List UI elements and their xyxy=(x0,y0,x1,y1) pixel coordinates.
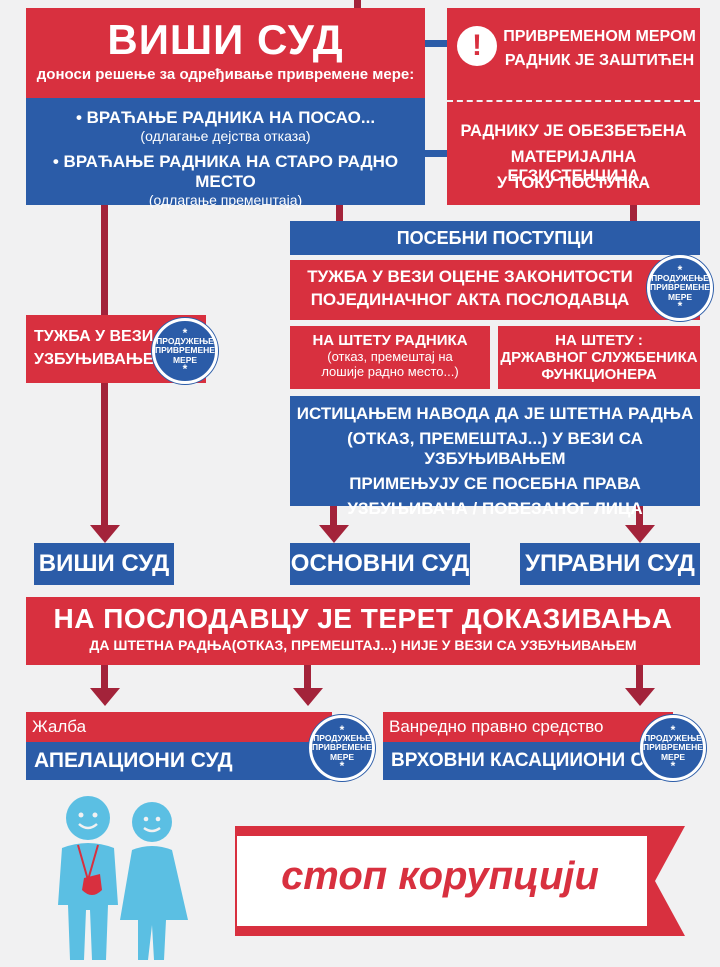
worker-damage-sub-2: лошије радно место...) xyxy=(321,364,459,379)
claim-line-3: ПРИМЕЊУЈУ СЕ ПОСЕБНА ПРАВА xyxy=(349,474,641,493)
badge-line-3: МЕРЕ xyxy=(667,291,693,302)
star-icon: * xyxy=(182,362,188,377)
protection-line-5: У ТОКУ ПОСТУПКА xyxy=(496,174,651,192)
badge-line-2: ПРИВРЕМЕНЕ xyxy=(312,742,372,753)
badge-line-2: ПРИВРЕМЕНЕ xyxy=(155,345,215,356)
badge-line-1: ПРОДУЖЕЊЕ xyxy=(644,732,702,743)
connector-burden-mid xyxy=(304,665,311,695)
connector-middle xyxy=(330,505,337,535)
burden-title: НА ПОСЛОДАВЦУ ЈЕ ТЕРЕТ ДОКАЗИВАЊА xyxy=(53,603,673,634)
measure-1-title: • ВРАЋАЊЕ РАДНИКА НА ПОСАО... xyxy=(75,108,376,127)
higher-court-subtitle: доноси решење за одређивање привремене м… xyxy=(36,66,415,83)
civil-servant-damage-box: НА ШТЕТУ : ДРЖАВНОГ СЛУЖБЕНИКА ФУНКЦИОНЕ… xyxy=(498,326,700,389)
lawsuit-legality-line-1: ТУЖБА У ВЕЗИ ОЦЕНЕ ЗАКОНИТОСТИ xyxy=(307,267,633,286)
special-procedures-title: ПОСЕБНИ ПОСТУПЦИ xyxy=(396,228,594,248)
protection-line-2: РАДНИК ЈЕ ЗАШТИЋЕН xyxy=(504,52,695,69)
extension-badge: * ПРОДУЖЕЊЕ ПРИВРЕМЕНЕ МЕРЕ * xyxy=(309,715,375,781)
appeal-court: АПЕЛАЦИОНИ СУД xyxy=(34,749,233,772)
arrow-down-icon xyxy=(625,688,655,706)
protection-box: ! ПРИВРЕМЕНОМ МЕРОМ РАДНИК ЈЕ ЗАШТИЋЕН Р… xyxy=(447,8,700,205)
whistle-lawsuit-line-2: УЗБУЊИВАЊЕМ xyxy=(34,351,167,368)
civil-servant-title: НА ШТЕТУ : xyxy=(555,332,643,349)
special-procedures-header: ПОСЕБНИ ПОСТУПЦИ xyxy=(290,221,700,255)
lawsuit-legality-box: ТУЖБА У ВЕЗИ ОЦЕНЕ ЗАКОНИТОСТИ ПОЈЕДИНАЧ… xyxy=(290,260,700,320)
protection-line-1: ПРИВРЕМЕНОМ МЕРОМ xyxy=(503,28,696,45)
worker-damage-title: НА ШТЕТУ РАДНИКА xyxy=(312,332,468,349)
appeal-label-box: Жалба xyxy=(26,712,332,742)
star-icon: * xyxy=(677,299,683,314)
star-icon: * xyxy=(670,759,676,774)
extension-badge: * ПРОДУЖЕЊЕ ПРИВРЕМЕНЕ МЕРЕ * xyxy=(152,318,218,384)
higher-court-header: ВИШИ СУД доноси решење за одређивање при… xyxy=(26,8,425,98)
court-administrative: УПРАВНИ СУД xyxy=(520,543,700,585)
star-icon: * xyxy=(339,722,345,737)
stop-corruption-banner xyxy=(235,826,685,936)
exclamation-icon: ! xyxy=(457,26,497,66)
connector-top-to-protect-1 xyxy=(425,40,447,47)
protection-line-3: РАДНИКУ ЈЕ ОБЕЗБЕЂЕНА xyxy=(460,122,687,140)
whistleblower-claim-box: ИСТИЦАЊЕМ НАВОДА ДА ЈЕ ШТЕТНА РАДЊА (ОТК… xyxy=(290,396,700,518)
appeal-court-box: АПЕЛАЦИОНИ СУД xyxy=(26,742,332,780)
extraordinary-court-box: ВРХОВНИ КАСАЦИИОНИ СУД xyxy=(383,742,673,780)
connector-right xyxy=(636,505,643,535)
badge-line-1: ПРОДУЖЕЊЕ xyxy=(313,732,371,743)
claim-line-1: ИСТИЦАЊЕМ НАВОДА ДА ЈЕ ШТЕТНА РАДЊА xyxy=(296,404,694,423)
badge-line-2: ПРИВРЕМЕНЕ xyxy=(643,742,703,753)
badge-line-3: МЕРЕ xyxy=(329,751,355,762)
badge-line-2: ПРИВРЕМЕНЕ xyxy=(650,282,710,293)
connector-top-to-protect-2 xyxy=(425,150,447,157)
whistle-lawsuit-line-1: ТУЖБА У ВЕЗИ СА xyxy=(34,328,181,345)
extension-badge: * ПРОДУЖЕЊЕ ПРИВРЕМЕНЕ МЕРЕ * xyxy=(640,715,706,781)
arrow-down-icon xyxy=(319,525,349,543)
arrow-down-icon xyxy=(90,688,120,706)
star-icon: * xyxy=(670,722,676,737)
extraordinary-label-box: Ванредно правно средство xyxy=(383,712,673,742)
lawsuit-legality-line-2: ПОЈЕДИНАЧНОГ АКТА ПОСЛОДАВЦА xyxy=(310,290,630,309)
claim-line-4: УЗБУЊИВАЧА / ПОВЕЗАНОГ ЛИЦА xyxy=(347,499,643,518)
badge-line-1: ПРОДУЖЕЊЕ xyxy=(651,272,709,283)
court-higher-label: ВИШИ СУД xyxy=(38,550,170,577)
protection-line-4: МАТЕРИЈАЛНА ЕГЗИСТЕНЦИЈА xyxy=(507,148,640,185)
extension-badge: * ПРОДУЖЕЊЕ ПРИВРЕМЕНЕ МЕРЕ * xyxy=(647,255,713,321)
appeal-label: Жалба xyxy=(32,717,87,736)
worker-damage-sub-1: (отказ, премештај на xyxy=(327,349,453,364)
stop-corruption-text: стоп корупцији xyxy=(281,854,599,898)
worker-damage-box: НА ШТЕТУ РАДНИКА (отказ, премештај на ло… xyxy=(290,326,490,389)
civil-servant-line-2: ДРЖАВНОГ СЛУЖБЕНИКА xyxy=(500,349,698,366)
star-icon: * xyxy=(677,262,683,277)
court-basic-label: ОСНОВНИ СУД xyxy=(290,550,470,577)
connector-top-to-special xyxy=(336,205,343,221)
connector-protect-to-special xyxy=(630,205,637,221)
court-administrative-label: УПРАВНИ СУД xyxy=(525,550,695,577)
connector-top-left xyxy=(354,0,361,8)
star-icon: * xyxy=(339,759,345,774)
divider xyxy=(447,100,700,102)
burden-of-proof-box: НА ПОСЛОДАВЦУ ЈЕ ТЕРЕТ ДОКАЗИВАЊА ДА ШТЕ… xyxy=(26,597,700,665)
civil-servant-line-3: ФУНКЦИОНЕРА xyxy=(541,366,657,383)
arrow-down-icon xyxy=(90,525,120,543)
court-higher: ВИШИ СУД xyxy=(34,543,174,585)
badge-line-1: ПРОДУЖЕЊЕ xyxy=(156,335,214,346)
badge-line-3: МЕРЕ xyxy=(172,354,198,365)
burden-subtitle: ДА ШТЕТНА РАДЊА(ОТКАЗ, ПРЕМЕШТАЈ...) НИЈ… xyxy=(89,637,637,653)
claim-line-2: (ОТКАЗ, ПРЕМЕШТАЈ...) У ВЕЗИ СА УЗБУЊИВА… xyxy=(347,429,643,468)
connector-burden-left xyxy=(101,665,108,695)
measure-2-sub: (одлагање премештаја) xyxy=(148,192,303,208)
connector-burden-right xyxy=(636,665,643,695)
arrow-down-icon xyxy=(293,688,323,706)
arrow-down-icon xyxy=(625,525,655,543)
measure-2-title: • ВРАЋАЊЕ РАДНИКА НА СТАРО РАДНО МЕСТО xyxy=(52,152,399,191)
measure-1-sub: (одлагање дејства отказа) xyxy=(140,128,311,144)
extraordinary-label: Ванредно правно средство xyxy=(389,717,604,736)
star-icon: * xyxy=(182,325,188,340)
court-basic: ОСНОВНИ СУД xyxy=(290,543,470,585)
badge-line-3: МЕРЕ xyxy=(660,751,686,762)
higher-court-title: ВИШИ СУД xyxy=(107,16,344,63)
interim-measures-box: • ВРАЋАЊЕ РАДНИКА НА ПОСАО... (одлагање … xyxy=(26,98,425,208)
supreme-court: ВРХОВНИ КАСАЦИИОНИ СУД xyxy=(391,750,669,771)
whistleblower-couple-icon xyxy=(58,796,188,960)
